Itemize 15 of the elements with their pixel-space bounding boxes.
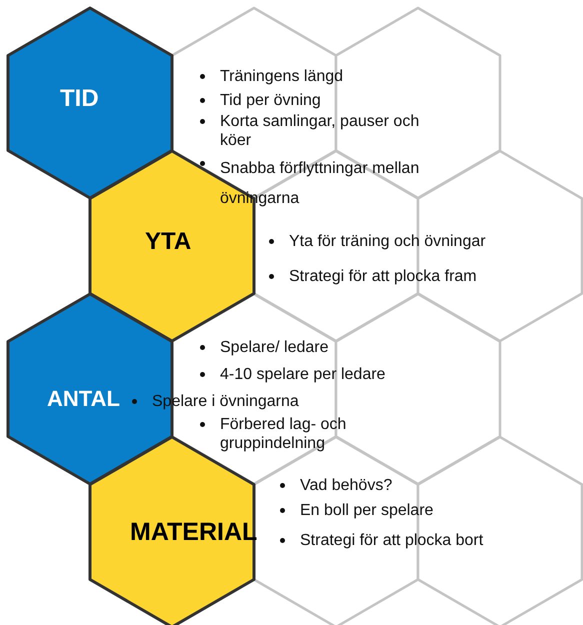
bullet-text: Förbered lag- och gruppindelning [220, 415, 348, 453]
bullet-text: Korta samlingar, pauser och köer [220, 112, 420, 150]
bullet-text: Tid per övning [220, 91, 322, 110]
bullet-text: Spelare/ ledare [220, 338, 330, 357]
hexagon-title: ANTAL [47, 388, 120, 410]
bullet-text: Vad behövs? [300, 476, 394, 495]
bullet-text: En boll per spelare [300, 501, 434, 520]
bullet-text: Strategi för att plocka fram [289, 267, 478, 286]
hexagon-title: YTA [145, 230, 192, 254]
bullet-text: Yta för träning och övningar [289, 232, 487, 251]
bullet-text: Träningens längd [220, 67, 344, 86]
hexagon [8, 8, 172, 198]
hexagon-title: TID [60, 87, 99, 111]
bullet-text: 4-10 spelare per ledare [220, 365, 386, 384]
bullet-text: Strategi för att plocka bort [300, 531, 484, 550]
